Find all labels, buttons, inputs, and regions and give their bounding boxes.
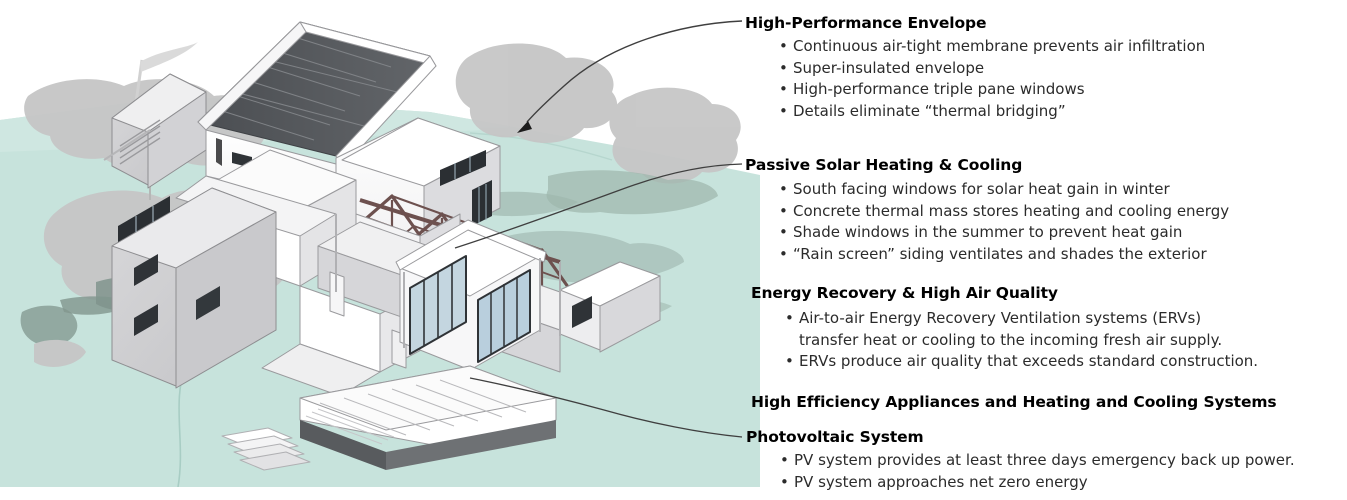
callout-title-energy-recovery: Energy Recovery & High Air Quality: [751, 284, 1058, 302]
list-item: • Shade windows in the summer to prevent …: [779, 222, 1229, 244]
callout-title-envelope: High-Performance Envelope: [745, 14, 987, 32]
list-item: • ERVs produce air quality that exceeds s…: [785, 351, 1258, 373]
bullet-icon: •: [779, 58, 788, 77]
window: [134, 254, 158, 286]
bullet-icon: •: [779, 180, 788, 198]
callout-bullets-energy-recovery: • Air-to-air Energy Recovery Ventilation …: [785, 308, 1258, 373]
list-item: • Concrete thermal mass stores heating an…: [779, 201, 1229, 223]
photovoltaic-array: [197, 21, 437, 167]
list-item: • Super-insulated envelope: [779, 58, 1205, 80]
list-item-text: Concrete thermal mass stores heating and…: [793, 201, 1230, 220]
callout-passive-solar: Passive Solar Heating & Cooling • South f…: [745, 156, 1229, 265]
bullet-icon: •: [780, 472, 789, 491]
list-item: • Air-to-air Energy Recovery Ventilation …: [785, 308, 1258, 330]
left-lower-volume: [111, 187, 277, 389]
sliding-glass-doors: [409, 255, 467, 355]
house-model: [103, 21, 661, 471]
bullet-icon: •: [785, 352, 794, 370]
callout-appliances: High Efficiency Appliances and Heating a…: [751, 393, 1277, 412]
bullet-icon: •: [785, 309, 794, 327]
list-item-text: PV system provides at least three days e…: [794, 451, 1295, 469]
list-item: • South facing windows for solar heat gai…: [779, 179, 1229, 201]
list-item: • PV system provides at least three days …: [780, 450, 1295, 472]
list-item-text: High-performance triple pane windows: [793, 80, 1085, 98]
triple-pane-window: [118, 196, 170, 242]
callout-title-appliances: High Efficiency Appliances and Heating a…: [751, 393, 1277, 411]
corner-glazing: [477, 269, 531, 363]
window: [196, 286, 220, 320]
list-item: • Continuous air-tight membrane prevents …: [779, 36, 1205, 58]
callout-photovoltaic: Photovoltaic System • PV system provides …: [746, 428, 1295, 493]
list-item: • “Rain screen” siding ventilates and sha…: [779, 244, 1229, 266]
list-item-text: Continuous air-tight membrane prevents a…: [793, 37, 1206, 55]
list-item-text: Details eliminate “thermal bridging”: [793, 101, 1066, 120]
callout-bullets-photovoltaic: • PV system provides at least three days …: [780, 450, 1295, 493]
right-wing-edge: [559, 261, 661, 353]
bullet-icon: •: [780, 451, 789, 469]
bullet-icon: •: [779, 244, 788, 263]
glazed-front-bay: [395, 219, 547, 371]
list-item-text: Air-to-air Energy Recovery Ventilation s…: [799, 309, 1202, 327]
callout-bullets-envelope: • Continuous air-tight membrane prevents …: [779, 36, 1205, 122]
list-item-text: transfer heat or cooling to the incoming…: [799, 330, 1223, 349]
callout-title-photovoltaic: Photovoltaic System: [746, 428, 924, 446]
window: [134, 304, 158, 336]
list-item-text: “Rain screen” siding ventilates and shad…: [793, 244, 1207, 263]
posts: [335, 214, 561, 348]
list-item-continuation: transfer heat or cooling to the incoming…: [785, 330, 1258, 352]
list-item-text: ERVs produce air quality that exceeds st…: [799, 352, 1259, 370]
callout-energy-recovery: Energy Recovery & High Air Quality • Air-…: [751, 284, 1258, 373]
list-item-text: Shade windows in the summer to prevent h…: [793, 223, 1183, 241]
list-item: • High-performance triple pane windows: [779, 79, 1205, 101]
list-item-text: PV system approaches net zero energy: [794, 472, 1088, 491]
house-rendering: [0, 21, 760, 488]
bullet-icon: •: [779, 80, 788, 98]
bullet-icon: •: [779, 37, 788, 55]
callout-envelope: High-Performance Envelope • Continuous ai…: [745, 14, 1205, 122]
bullet-icon: •: [779, 101, 788, 120]
list-item: • Details eliminate “thermal bridging”: [779, 101, 1205, 123]
bullet-icon: •: [779, 201, 788, 220]
callout-bullets-passive-solar: • South facing windows for solar heat gai…: [779, 179, 1229, 265]
bullet-icon: •: [779, 223, 788, 241]
callout-title-passive-solar: Passive Solar Heating & Cooling: [745, 156, 1023, 174]
list-item-text: South facing windows for solar heat gain…: [793, 180, 1170, 198]
list-item: • PV system approaches net zero energy: [780, 472, 1295, 494]
stairs: [221, 427, 311, 471]
list-item-text: Super-insulated envelope: [793, 58, 985, 77]
